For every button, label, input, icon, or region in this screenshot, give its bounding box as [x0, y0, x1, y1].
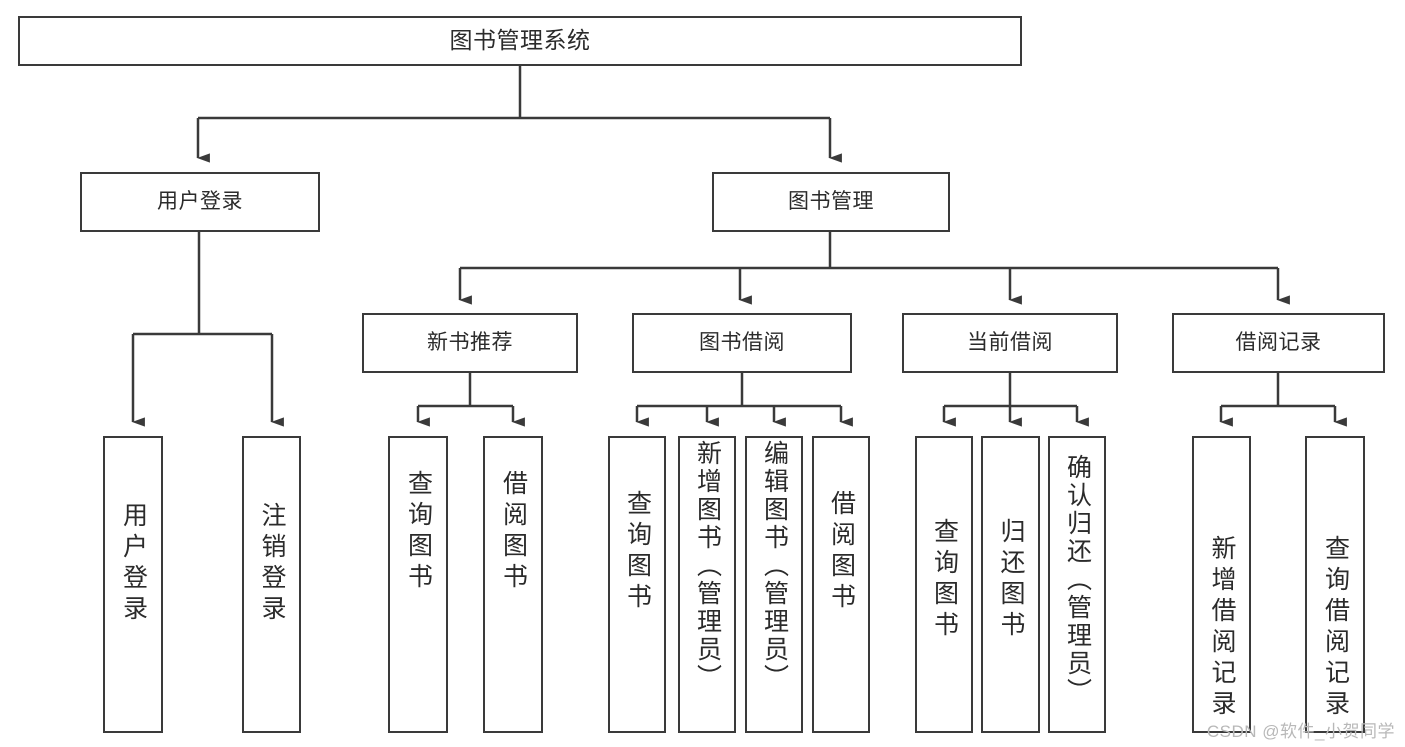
node-borrow-record[interactable]: 借阅记录: [1172, 313, 1385, 373]
node-label: 查询借阅记录: [1321, 535, 1350, 721]
node-label: 查询图书: [930, 518, 959, 642]
node-label: 借阅记录: [1235, 330, 1322, 354]
node-label: 图书管理系统: [449, 27, 591, 54]
leaf-return-book[interactable]: 归还图书: [981, 436, 1040, 733]
leaf-borrow-book-newbook[interactable]: 借阅图书: [483, 436, 543, 733]
node-label: 归还图书: [997, 518, 1025, 642]
leaf-edit-book-admin[interactable]: 编辑图书（管理员）: [745, 436, 803, 733]
node-label: 图书借阅: [699, 330, 785, 354]
node-book-management[interactable]: 图书管理: [712, 172, 950, 232]
node-label: 借阅图书: [499, 470, 528, 594]
node-label: 新书推荐: [427, 330, 513, 354]
leaf-query-book-current[interactable]: 查询图书: [915, 436, 973, 733]
node-label: 编辑图书（管理员）: [760, 440, 789, 692]
leaf-confirm-return-admin[interactable]: 确认归还（管理员）: [1048, 436, 1106, 733]
leaf-add-book-admin[interactable]: 新增图书（管理员）: [678, 436, 736, 733]
node-label: 新增借阅记录: [1208, 535, 1236, 721]
leaf-query-book-borrow[interactable]: 查询图书: [608, 436, 666, 733]
node-label: 查询图书: [404, 470, 433, 594]
node-label: 确认归还（管理员）: [1063, 454, 1092, 706]
node-user-login[interactable]: 用户登录: [80, 172, 320, 232]
node-book-borrow[interactable]: 图书借阅: [632, 313, 852, 373]
node-label: 新增图书（管理员）: [693, 440, 722, 692]
node-label: 当前借阅: [967, 330, 1053, 354]
watermark: CSDN @软件_小贺同学: [1206, 722, 1395, 741]
leaf-user-login[interactable]: 用户登录: [103, 436, 163, 733]
node-label: 图书管理: [788, 189, 874, 213]
node-label: 用户登录: [157, 189, 243, 213]
node-label: 借阅图书: [827, 490, 856, 614]
node-new-book-recommend[interactable]: 新书推荐: [362, 313, 578, 373]
node-label: 查询图书: [623, 490, 652, 614]
node-label: 用户登录: [119, 502, 148, 626]
node-current-borrow[interactable]: 当前借阅: [902, 313, 1118, 373]
leaf-logout-login[interactable]: 注销登录: [242, 436, 301, 733]
node-root-system[interactable]: 图书管理系统: [18, 16, 1022, 66]
leaf-add-borrow-record[interactable]: 新增借阅记录: [1192, 436, 1251, 733]
leaf-borrow-book[interactable]: 借阅图书: [812, 436, 870, 733]
node-label: 注销登录: [258, 502, 286, 626]
leaf-query-book-newbook[interactable]: 查询图书: [388, 436, 448, 733]
leaf-query-borrow-record[interactable]: 查询借阅记录: [1305, 436, 1365, 733]
